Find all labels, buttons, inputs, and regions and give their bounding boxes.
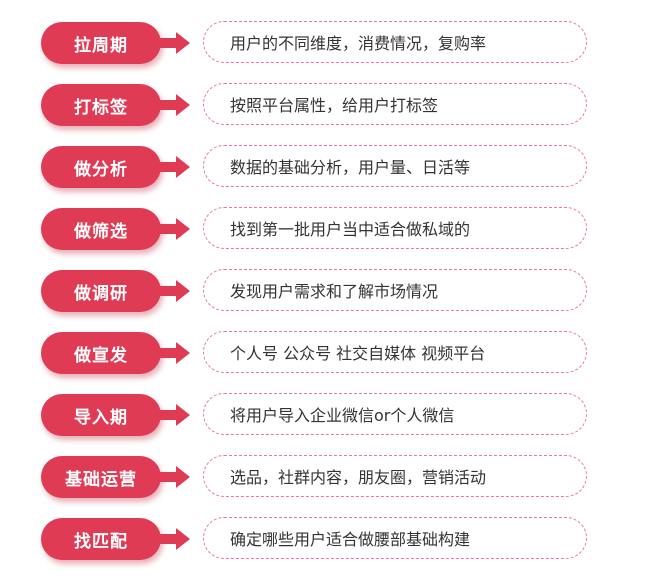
step-label-pill: 拉周期 [41, 22, 161, 64]
step-label: 找匹配 [74, 531, 128, 552]
step-label: 打标签 [74, 97, 128, 118]
step-description-box: 选品，社群内容，朋友圈，营销活动 [203, 455, 587, 497]
step-label-pill: 找匹配 [41, 518, 161, 560]
step-description-box: 将用户导入企业微信or个人微信 [203, 393, 587, 435]
step-description: 发现用户需求和了解市场情况 [230, 282, 439, 301]
step-label: 基础运营 [65, 469, 137, 490]
step-description: 用户的不同维度，消费情况，复购率 [230, 34, 487, 53]
arrow-right-icon [160, 280, 190, 302]
arrow-right-icon [160, 156, 190, 178]
step-label-pill: 打标签 [41, 84, 161, 126]
arrow-right-icon [160, 404, 190, 426]
step-description: 确定哪些用户适合做腰部基础构建 [230, 530, 471, 549]
step-description: 数据的基础分析，用户量、日活等 [230, 158, 471, 177]
step-row: 导入期 将用户导入企业微信or个人微信 [0, 392, 656, 438]
step-label-pill: 做分析 [41, 146, 161, 188]
step-label-pill: 做筛选 [41, 208, 161, 250]
step-row: 做调研 发现用户需求和了解市场情况 [0, 268, 656, 314]
step-description: 按照平台属性，给用户打标签 [230, 96, 439, 115]
step-label-pill: 基础运营 [41, 456, 161, 498]
step-label: 做分析 [74, 159, 128, 180]
step-row: 做宣发 个人号 公众号 社交自媒体 视频平台 [0, 330, 656, 376]
step-description-box: 找到第一批用户当中适合做私域的 [203, 207, 587, 249]
step-row: 拉周期 用户的不同维度，消费情况，复购率 [0, 20, 656, 66]
arrow-right-icon [160, 342, 190, 364]
step-description-box: 个人号 公众号 社交自媒体 视频平台 [203, 331, 587, 373]
step-description: 将用户导入企业微信or个人微信 [230, 406, 455, 425]
step-label: 拉周期 [74, 35, 128, 56]
step-description-box: 按照平台属性，给用户打标签 [203, 83, 587, 125]
step-row: 做分析 数据的基础分析，用户量、日活等 [0, 144, 656, 190]
arrow-right-icon [160, 528, 190, 550]
step-row: 做筛选 找到第一批用户当中适合做私域的 [0, 206, 656, 252]
step-description: 个人号 公众号 社交自媒体 视频平台 [230, 344, 486, 363]
step-description: 选品，社群内容，朋友圈，营销活动 [230, 468, 487, 487]
step-label-pill: 做宣发 [41, 332, 161, 374]
step-label: 导入期 [74, 407, 128, 428]
step-label: 做筛选 [74, 221, 128, 242]
step-label-pill: 导入期 [41, 394, 161, 436]
step-description-box: 确定哪些用户适合做腰部基础构建 [203, 517, 587, 559]
step-label: 做宣发 [74, 345, 128, 366]
arrow-right-icon [160, 218, 190, 240]
arrow-right-icon [160, 466, 190, 488]
step-row: 找匹配 确定哪些用户适合做腰部基础构建 [0, 516, 656, 562]
step-label: 做调研 [74, 283, 128, 304]
arrow-right-icon [160, 94, 190, 116]
step-description-box: 数据的基础分析，用户量、日活等 [203, 145, 587, 187]
step-description-box: 用户的不同维度，消费情况，复购率 [203, 21, 587, 63]
arrow-right-icon [160, 32, 190, 54]
step-description: 找到第一批用户当中适合做私域的 [230, 220, 471, 239]
step-row: 打标签 按照平台属性，给用户打标签 [0, 82, 656, 128]
step-label-pill: 做调研 [41, 270, 161, 312]
step-description-box: 发现用户需求和了解市场情况 [203, 269, 587, 311]
step-row: 基础运营 选品，社群内容，朋友圈，营销活动 [0, 454, 656, 500]
